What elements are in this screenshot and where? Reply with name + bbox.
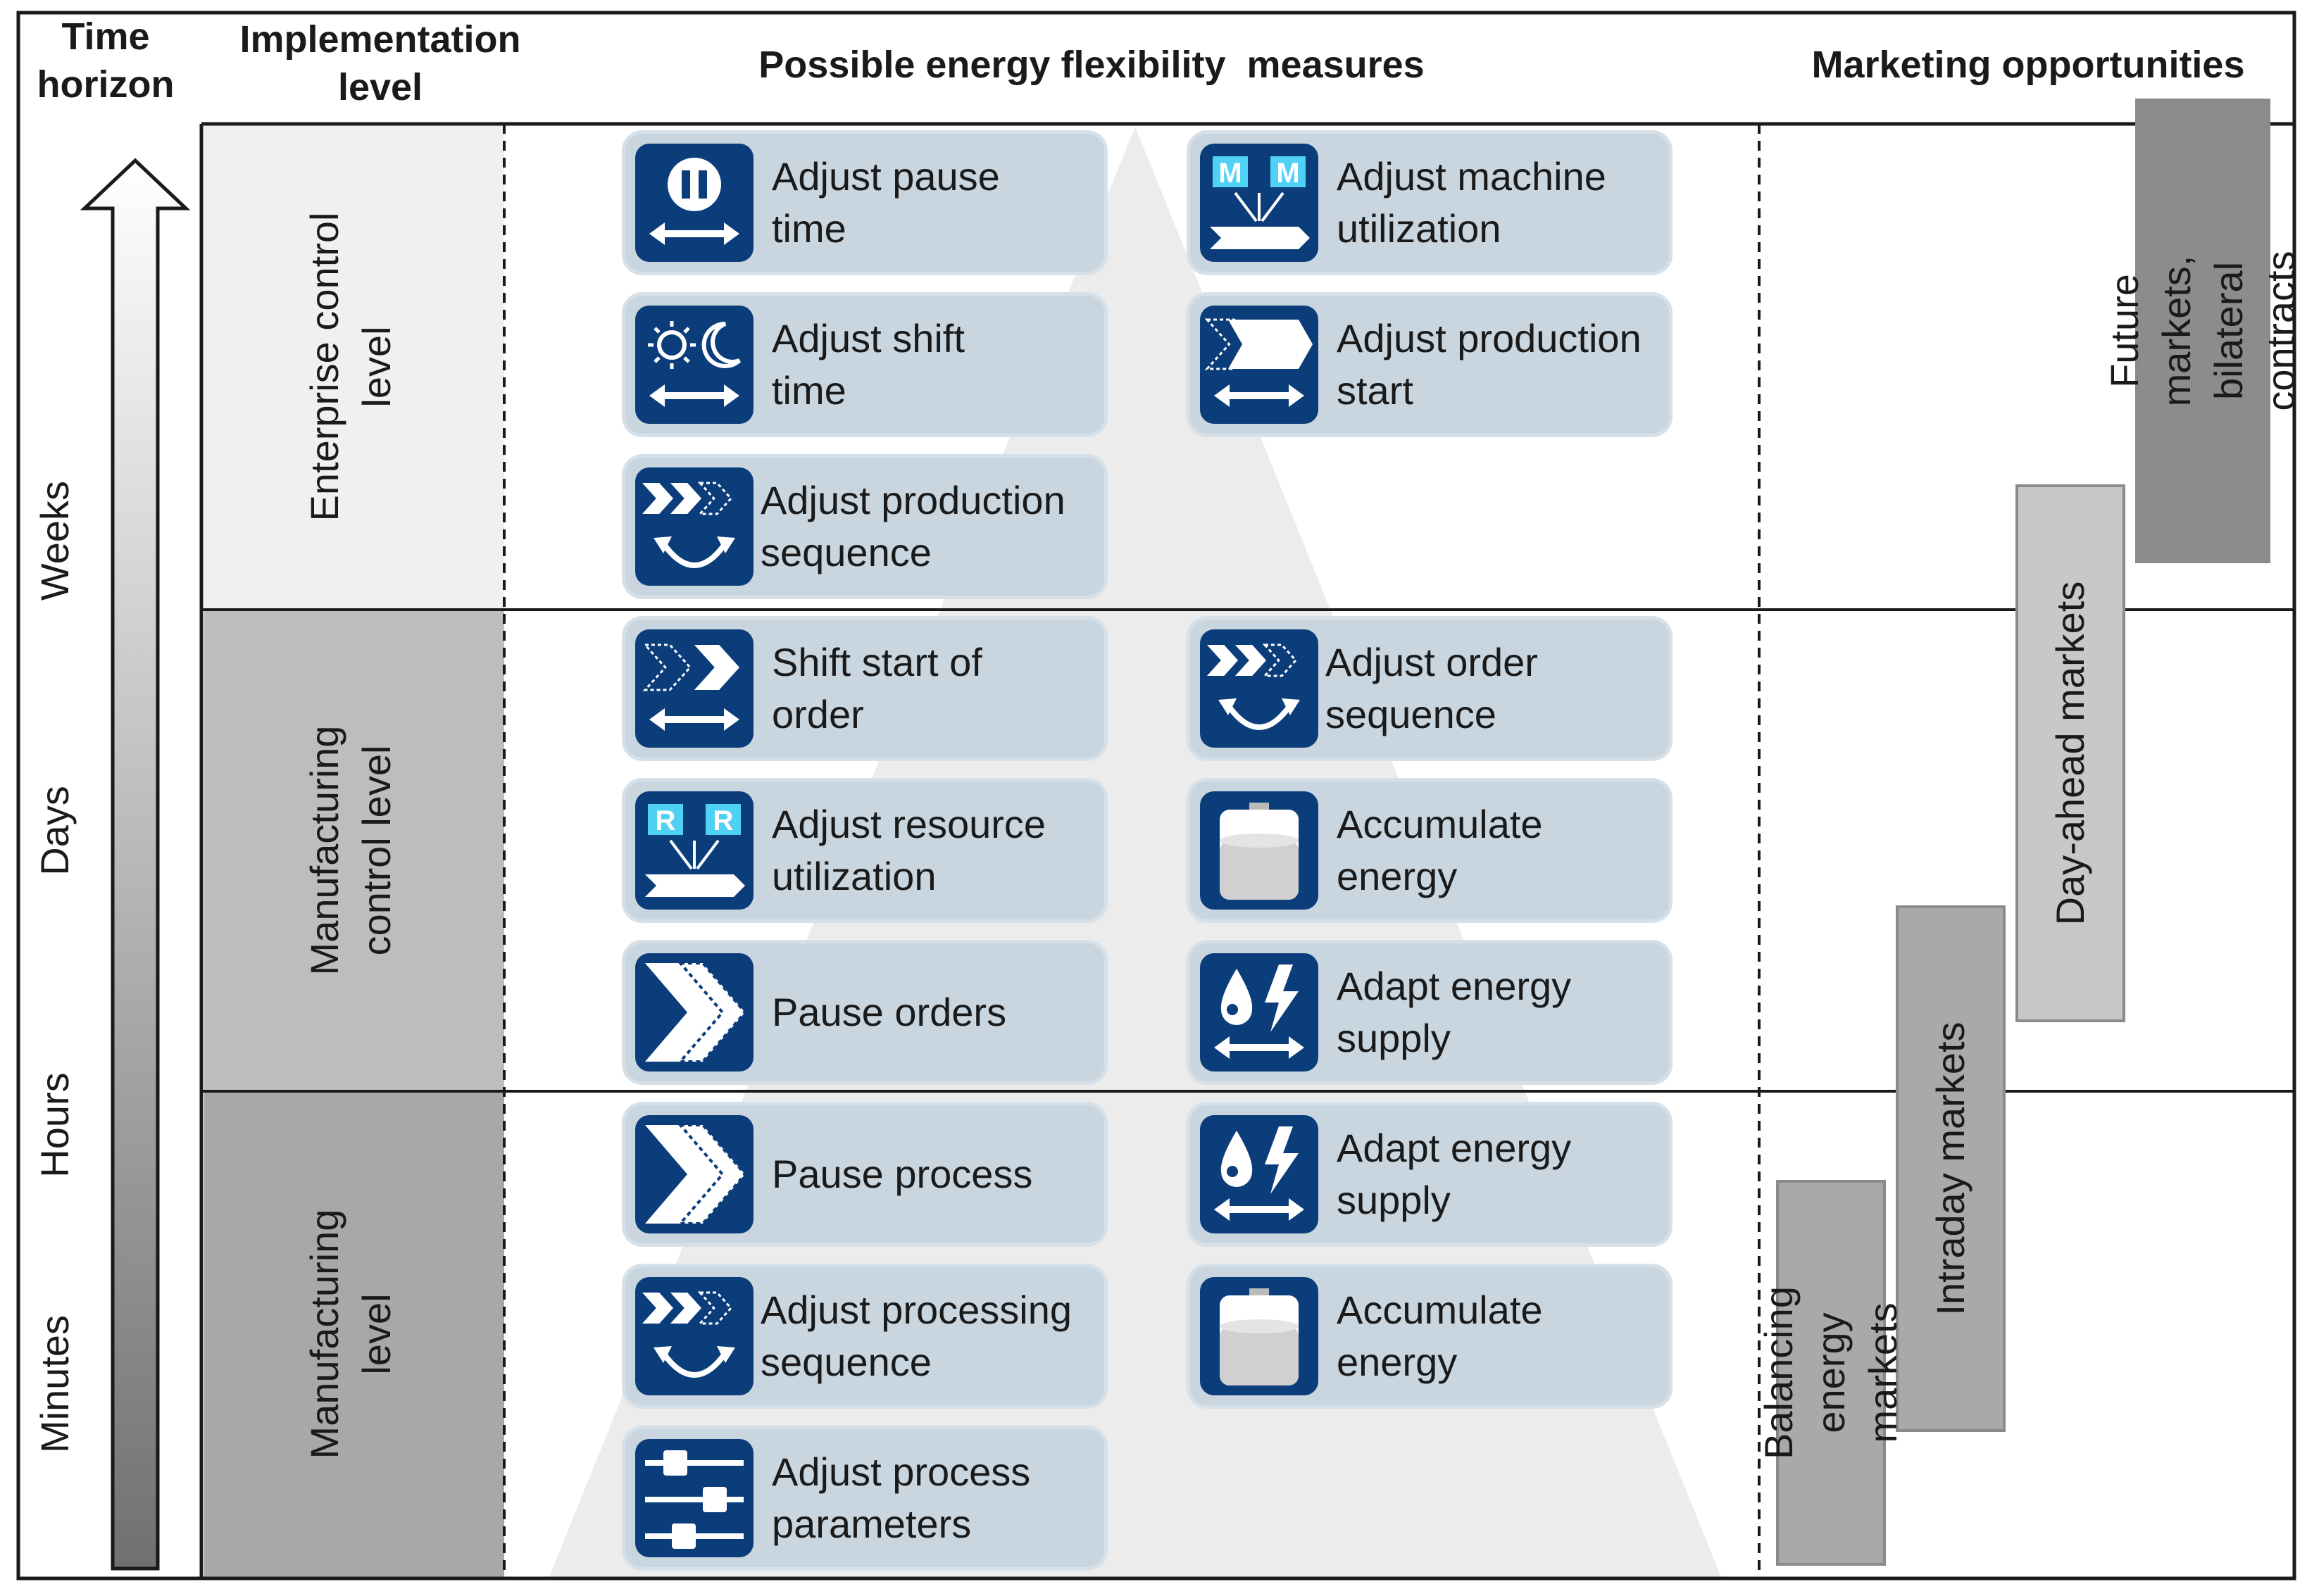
header-time-horizon: Time horizon <box>37 15 175 106</box>
level-band-manufacturing-control <box>204 610 504 1091</box>
sequence-rotate-icon <box>635 467 754 586</box>
outer-border <box>16 11 2296 1581</box>
svg-text:M: M <box>1276 158 1299 189</box>
sequence-rotate-icon <box>635 1277 754 1395</box>
measure-label: Adapt energy supply <box>1337 1126 1572 1222</box>
level-label-manufacturing: Manufacturing level <box>302 1209 399 1459</box>
market-balancing: Balancing energy markets <box>1756 1180 1905 1566</box>
measure-card: Adjust order sequence <box>1190 620 1669 758</box>
time-label-weeks: Weeks <box>32 480 77 601</box>
svg-text:R: R <box>713 805 734 836</box>
header-implementation-level: Implementation level <box>239 18 521 108</box>
measure-card: Adapt energy supply <box>1190 943 1669 1081</box>
measure-card: Adjust pause time <box>625 134 1104 272</box>
measure-label: Pause orders <box>772 990 1007 1034</box>
time-arrow-icon <box>80 158 191 1571</box>
measure-card: Accumulate energy <box>1190 1267 1669 1405</box>
market-label-balancing: Balancing energy markets <box>1756 1286 1905 1459</box>
measure-card: Adjust production start <box>1190 296 1669 434</box>
market-future-bilateral: Future markets, bilateral contracts <box>2102 99 2303 563</box>
measure-card: Pause orders <box>625 943 1104 1081</box>
measure-label: Adjust machine utilization <box>1337 154 1606 251</box>
measure-label: Adapt energy supply <box>1337 964 1572 1060</box>
measure-label: Adjust pause time <box>772 154 1000 251</box>
measure-card: Accumulate energy <box>1190 781 1669 919</box>
measure-label: Accumulate energy <box>1337 802 1543 898</box>
battery-icon <box>1200 791 1318 910</box>
measure-label: Adjust processing sequence <box>761 1288 1073 1384</box>
measure-card: Shift start of order <box>625 620 1104 758</box>
measure-label: Accumulate energy <box>1337 1288 1543 1384</box>
measure-label: Adjust resource utilization <box>772 802 1046 898</box>
market-label-intraday: Intraday markets <box>1928 1022 1972 1316</box>
time-label-days: Days <box>32 786 77 876</box>
pause-arrows-icon <box>635 144 754 262</box>
header-measures: Possible energy flexibility measures <box>758 44 1425 86</box>
measure-label: Adjust process parameters <box>772 1450 1031 1546</box>
level-band-enterprise <box>204 124 504 610</box>
sun-moon-arrows-icon <box>635 306 754 424</box>
market-intraday: Intraday markets <box>1896 905 2006 1432</box>
battery-icon <box>1200 1277 1318 1395</box>
water-lightning-icon <box>1200 1115 1318 1233</box>
sliders-icon <box>635 1439 754 1557</box>
measure-label: Adjust shift time <box>772 316 965 413</box>
level-label-enterprise: Enterprise control level <box>302 212 399 522</box>
header-marketing: Marketing opportunities <box>1811 44 2245 86</box>
measure-label: Adjust production start <box>1337 316 1642 413</box>
measure-card: Adjust shift time <box>625 296 1104 434</box>
measure-label: Adjust order sequence <box>1325 640 1538 736</box>
measure-card: Adapt energy supply <box>1190 1105 1669 1243</box>
pause-chevron-icon <box>635 953 754 1072</box>
water-lightning-icon <box>1200 953 1318 1072</box>
measure-card: Pause process <box>625 1105 1104 1243</box>
market-label-day-ahead: Day-ahead markets <box>2048 581 2092 926</box>
sequence-rotate-icon <box>1200 629 1318 748</box>
order-shift-icon <box>635 629 754 748</box>
time-label-minutes: Minutes <box>32 1314 77 1454</box>
measure-card: Adjust processing sequence <box>625 1267 1104 1405</box>
level-label-manufacturing-control: Manufacturing control level <box>302 725 399 976</box>
market-day-ahead: Day-ahead markets <box>2015 484 2125 1022</box>
pause-chevron-icon <box>635 1115 754 1233</box>
production-start-icon <box>1200 306 1318 424</box>
measure-card: Adjust production sequence <box>625 458 1104 596</box>
measure-card: Adjust process parameters <box>625 1429 1104 1567</box>
measure-label: Shift start of order <box>772 640 982 736</box>
market-label-future: Future markets, bilateral contracts <box>2102 251 2303 411</box>
time-label-hours: Hours <box>32 1072 77 1178</box>
svg-text:M: M <box>1218 158 1242 189</box>
measure-label: Adjust production sequence <box>761 478 1065 574</box>
measure-label: Pause process <box>772 1152 1033 1196</box>
level-band-manufacturing <box>204 1091 504 1577</box>
svg-text:R: R <box>656 805 676 836</box>
